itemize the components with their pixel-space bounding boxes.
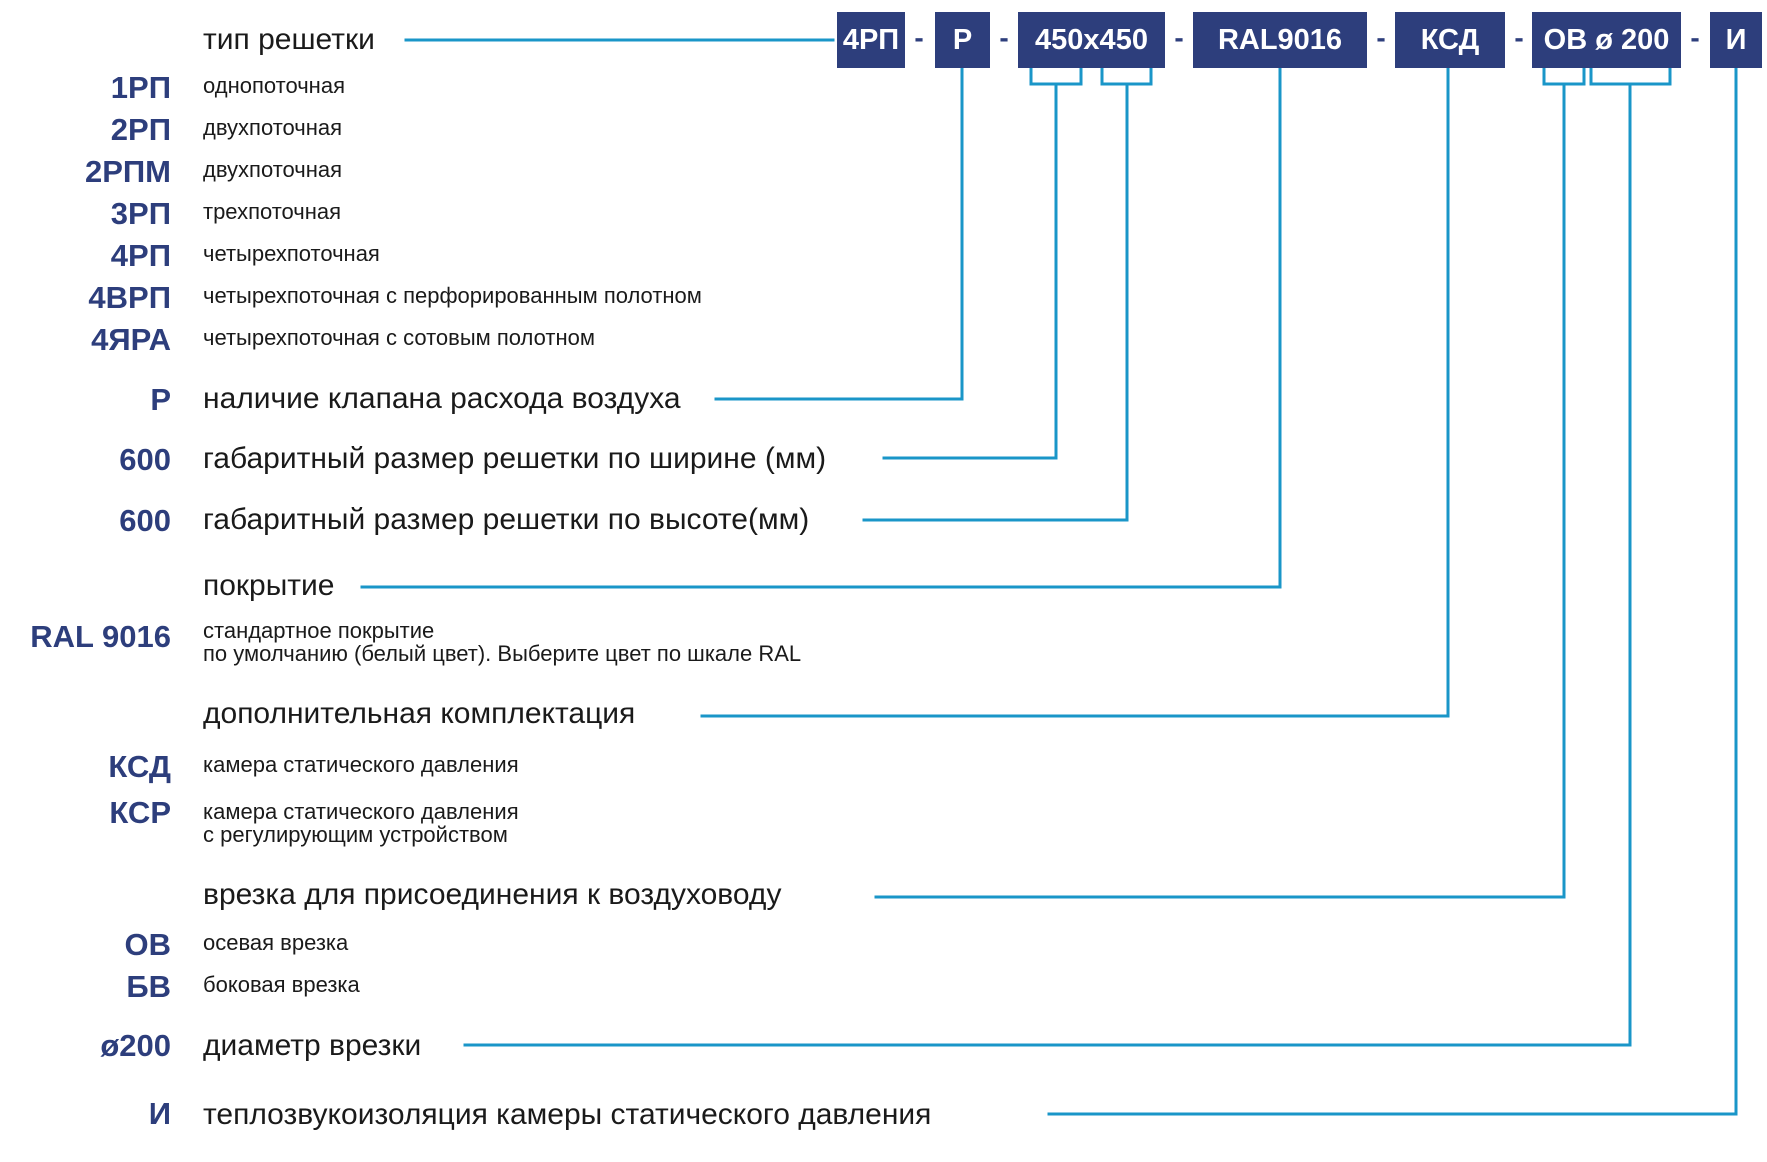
separator: - bbox=[1174, 22, 1184, 53]
height-code: 600 bbox=[119, 503, 171, 538]
bracket-height bbox=[1100, 66, 1153, 86]
duct-code: БВ bbox=[126, 969, 171, 1004]
type-desc: четырехпоточная с сотовым полотном bbox=[203, 325, 595, 350]
type-desc: двухпоточная bbox=[203, 115, 343, 140]
code-box-duct: ОВ ø 200 bbox=[1532, 12, 1681, 68]
connector-valve bbox=[714, 66, 964, 401]
type-code: 4ЯРА bbox=[91, 322, 171, 357]
duct-desc: осевая врезка bbox=[203, 930, 349, 955]
section-title-type: тип решетки bbox=[203, 23, 375, 56]
separator: - bbox=[914, 22, 924, 53]
extra-desc: камера статического давления bbox=[203, 799, 519, 824]
type-desc: четырехпоточная bbox=[203, 241, 380, 266]
type-desc: четырехпоточная с перфорированным полотн… bbox=[203, 283, 702, 308]
type-desc: однопоточная bbox=[203, 73, 345, 98]
type-code: 1РП bbox=[110, 70, 171, 105]
type-desc: двухпоточная bbox=[203, 157, 343, 182]
extra-desc: камера статического давления bbox=[203, 752, 519, 777]
type-code: 2РП bbox=[110, 112, 171, 147]
code-box-coating: RAL9016 bbox=[1193, 12, 1367, 68]
connector-width bbox=[882, 82, 1058, 460]
connector-insulation bbox=[1047, 66, 1738, 1116]
type-code: 4ВРП bbox=[88, 280, 171, 315]
section-title-extra: дополнительная комплектация bbox=[203, 697, 636, 730]
extra-code: КСР bbox=[109, 795, 171, 830]
connector-coating bbox=[360, 66, 1282, 589]
connector-diameter bbox=[463, 82, 1632, 1047]
duct-code: ОВ bbox=[124, 927, 172, 962]
extra-desc: с регулирующим устройством bbox=[203, 822, 508, 847]
code-box-insulation: И bbox=[1710, 12, 1762, 68]
diameter-code: ø200 bbox=[100, 1028, 171, 1063]
separator: - bbox=[1376, 22, 1386, 53]
code-box-extra: КСД bbox=[1395, 12, 1505, 68]
separator: - bbox=[999, 22, 1009, 53]
bracket-diameter bbox=[1589, 66, 1672, 86]
coating-desc: по умолчанию (белый цвет). Выберите цвет… bbox=[203, 641, 802, 666]
connector-duct bbox=[874, 82, 1566, 899]
bracket-ov bbox=[1542, 66, 1586, 86]
insulation-code: И bbox=[148, 1096, 171, 1131]
coating-code: RAL 9016 bbox=[30, 619, 171, 654]
coating-desc: стандартное покрытие bbox=[203, 618, 435, 643]
duct-desc: боковая врезка bbox=[203, 972, 360, 997]
type-code: 2РПМ bbox=[84, 154, 171, 189]
section-title-valve: наличие клапана расхода воздуха bbox=[203, 382, 681, 415]
section-title-duct: врезка для присоединения к воздуховоду bbox=[203, 878, 782, 911]
code-box-size: 450х450 bbox=[1018, 12, 1165, 68]
type-code: 4РП bbox=[110, 238, 171, 273]
separator: - bbox=[1514, 22, 1524, 53]
type-code: 3РП bbox=[110, 196, 171, 231]
section-title-width: габаритный размер решетки по ширине (мм) bbox=[203, 442, 827, 475]
extra-code: КСД bbox=[108, 749, 171, 784]
code-box-valve: Р bbox=[935, 12, 990, 68]
bracket-width bbox=[1029, 66, 1083, 86]
connector-height bbox=[862, 82, 1129, 522]
section-title-height: габаритный размер решетки по высоте(мм) bbox=[203, 503, 810, 536]
code-box-type: 4РП bbox=[837, 12, 905, 68]
section-title-insulation: теплозвукоизоляция камеры статического д… bbox=[203, 1098, 932, 1131]
valve-code: Р bbox=[150, 382, 171, 417]
type-desc: трехпоточная bbox=[203, 199, 342, 224]
section-title-coating: покрытие bbox=[203, 569, 335, 602]
section-title-diameter: диаметр врезки bbox=[203, 1029, 422, 1062]
separator: - bbox=[1690, 22, 1700, 53]
connector-extra bbox=[700, 66, 1450, 718]
width-code: 600 bbox=[119, 442, 171, 477]
